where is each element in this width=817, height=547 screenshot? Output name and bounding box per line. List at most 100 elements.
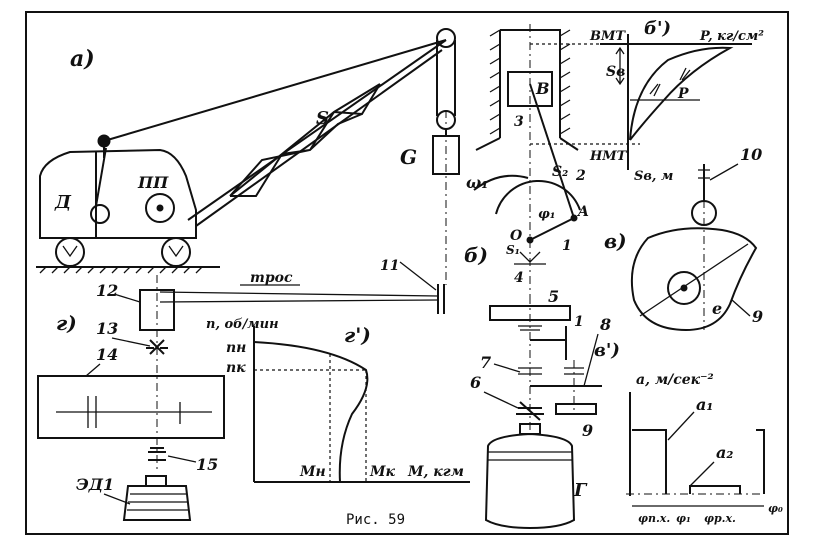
panel-a-crane: а) Д ПП S G [36, 28, 460, 285]
cam-disc-9-side [555, 403, 597, 415]
sv-label: Sв [606, 64, 625, 80]
follower-10-leader [709, 163, 739, 181]
panel-g1-tag: г') [344, 323, 371, 347]
panel-b1-tag: б') [644, 18, 671, 39]
A-label: A [576, 204, 589, 220]
generator-G [484, 432, 576, 530]
boom-head-pulley [436, 28, 456, 48]
motor-ed1-shaft [145, 475, 167, 487]
crank-1 [529, 217, 575, 241]
v1-nine-label: 9 [582, 421, 593, 440]
base-4 [514, 251, 546, 265]
rod-2-label: 2 [575, 168, 586, 184]
panel-b-tag: б) [464, 243, 488, 267]
cylinder-lower-left [475, 137, 501, 151]
v1-eight-leader [583, 333, 599, 387]
panel-acceleration: a, м/сек⁻² a₁ a₂ φп.х. φ₁ φр.х. φ₀ [626, 372, 783, 525]
wheel-left [55, 237, 85, 267]
g1-mk-label: Mк [369, 464, 395, 480]
motor-ed1 [122, 485, 192, 521]
flywheel-5-label: 5 [548, 287, 559, 306]
panel-v-tag: в) [604, 229, 627, 253]
cam-9-label: 9 [752, 307, 763, 326]
phi-1-label: φ₁ [676, 512, 691, 525]
cable-label: трос [250, 270, 293, 286]
a2-leader [689, 461, 715, 487]
flywheel-5 [489, 305, 571, 321]
phi-rx-label: φр.х. [704, 512, 736, 525]
gearbox-14 [37, 375, 225, 439]
cable-run: трос 11 [159, 258, 445, 314]
v1-eight-label: 8 [599, 315, 611, 334]
drum-12-leader [113, 293, 141, 303]
cable-line-lower [159, 299, 439, 303]
crank-circle [495, 179, 581, 215]
winch-drum-small [90, 204, 110, 224]
winch-drum-hub [156, 204, 164, 212]
drum-12-label: 12 [96, 281, 118, 300]
b1-s-axis-label: Sв, м [634, 169, 673, 184]
panel-g-drive: г) 12 13 14 15 ЭД1 [37, 275, 225, 521]
panel-v-cam: в) 10 e 9 [604, 145, 763, 332]
a1-leader [667, 411, 695, 441]
v1-seven-leader [493, 363, 521, 373]
cylinder-hatch-left [489, 29, 501, 135]
cam-profile-9 [630, 227, 758, 332]
gear-pair-7 [518, 367, 584, 375]
figure-caption: Рис. 59 [346, 512, 405, 528]
boom-s-label: S [316, 108, 329, 129]
v1-six-leader [483, 391, 519, 409]
coupling-6 [516, 401, 544, 421]
coupling-15-leader [167, 455, 197, 463]
wheel-right-mark [168, 245, 184, 258]
cylinder-walls [499, 29, 561, 138]
brake-13 [146, 339, 168, 355]
brake-13-label: 13 [96, 319, 118, 338]
load-label: G [400, 145, 417, 169]
omega-arc [473, 174, 529, 191]
gearbox-14-leader [85, 363, 101, 377]
s2-label: S₂ [552, 164, 568, 180]
coupling-15 [148, 447, 166, 461]
boom-truss [229, 83, 381, 197]
winch-drum [145, 193, 175, 223]
generator-shaft [519, 423, 541, 435]
panel-b-crank: В 3 ω₁ S₂ 2 φ₁ A O S₁ 1 4 б) [464, 24, 640, 300]
panel-b1-indicator: б') P, кг/см² ВМТ НМТ Sв P Sв, м [589, 18, 764, 184]
g1-mn-label: Mн [299, 464, 326, 480]
piston-3-label: 3 [514, 114, 524, 130]
follower-guide [698, 169, 710, 179]
b1-sv-arrow [615, 46, 625, 86]
a1-label: a₁ [696, 395, 713, 414]
coupling-11-label: 11 [380, 258, 399, 274]
crane-cabin [39, 148, 197, 239]
wheel-right [161, 237, 191, 267]
crank-center-O [526, 236, 534, 244]
generator-ribs [488, 451, 572, 461]
accel-profile [632, 429, 765, 494]
base-4-label: 4 [514, 270, 524, 286]
motor-ed1-label: ЭД1 [76, 475, 114, 494]
O-label: O [510, 228, 523, 244]
panel-g-tag: г) [56, 311, 77, 335]
panel-g1-speed-torque: г') n, об/мин nн nк Mн Mк M, кгм [206, 317, 470, 483]
brake-13-leader [111, 337, 151, 347]
connecting-rod-2 [529, 83, 575, 219]
wheel-left-mark [62, 245, 78, 258]
cylinder-hatch-right [559, 29, 571, 135]
v1-one-label: 1 [574, 314, 584, 330]
generator-label: Г [573, 480, 588, 501]
b1-loop-arrow-up [649, 83, 661, 97]
accel-axis-label: a, м/сек⁻² [636, 372, 714, 388]
g1-nk-label: nк [226, 360, 246, 376]
bearing-upper [518, 325, 542, 331]
cable-line-upper [159, 291, 439, 297]
b1-indicator-loop [629, 46, 734, 141]
driver-label: Д [54, 192, 72, 213]
g1-m-axis-label: M, кгм [407, 464, 464, 480]
vmt-label: ВМТ [589, 29, 626, 44]
nmt-label: НМТ [589, 149, 628, 164]
b1-p-axis-label: P, кг/см² [699, 29, 764, 44]
g1-nn-label: nн [226, 340, 246, 356]
